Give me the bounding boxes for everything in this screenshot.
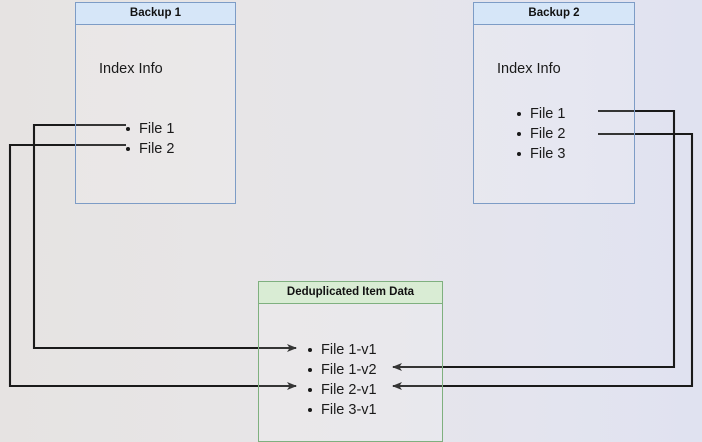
node-deduplicated-item-data-body: File 1-v1 File 1-v2 File 2-v1 File 3-v1 xyxy=(259,304,442,441)
list-item: File 1-v2 xyxy=(306,360,377,380)
list-item: File 1 xyxy=(124,119,174,139)
node-backup-2-body: Index Info File 1 File 2 File 3 xyxy=(474,25,634,203)
node-backup-2[interactable]: Backup 2 Index Info File 1 File 2 File 3 xyxy=(473,2,635,204)
list-item: File 3-v1 xyxy=(306,400,377,420)
list-item: File 1-v1 xyxy=(306,340,377,360)
list-item: File 1 xyxy=(515,104,565,124)
node-backup-1-heading: Index Info xyxy=(99,61,163,77)
node-backup-1-body: Index Info File 1 File 2 xyxy=(76,25,235,203)
node-backup-1[interactable]: Backup 1 Index Info File 1 File 2 xyxy=(75,2,236,204)
node-backup-2-file-list: File 1 File 2 File 3 xyxy=(515,104,565,164)
list-item: File 2 xyxy=(515,124,565,144)
node-deduplicated-item-data-title: Deduplicated Item Data xyxy=(259,282,442,304)
node-backup-2-heading: Index Info xyxy=(497,61,561,77)
node-backup-2-title: Backup 2 xyxy=(474,3,634,25)
node-backup-1-file-list: File 1 File 2 xyxy=(124,119,174,159)
list-item: File 2 xyxy=(124,139,174,159)
list-item: File 2-v1 xyxy=(306,380,377,400)
node-backup-1-title: Backup 1 xyxy=(76,3,235,25)
node-deduplicated-item-data-file-list: File 1-v1 File 1-v2 File 2-v1 File 3-v1 xyxy=(306,340,377,420)
list-item: File 3 xyxy=(515,144,565,164)
node-deduplicated-item-data[interactable]: Deduplicated Item Data File 1-v1 File 1-… xyxy=(258,281,443,442)
